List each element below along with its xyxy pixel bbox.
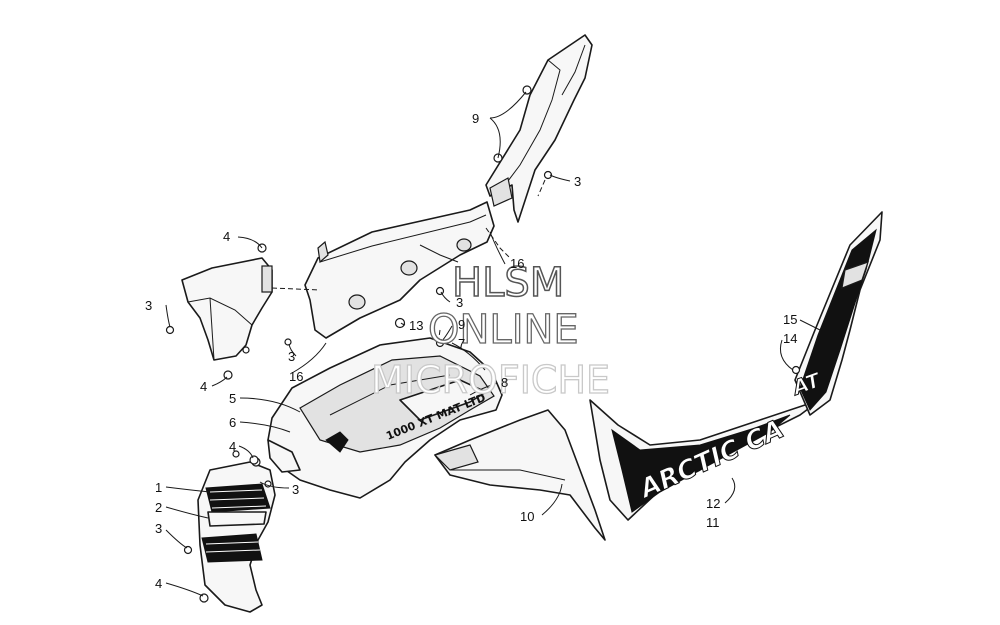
callout-1: 1 xyxy=(155,480,162,495)
callout-16: 16 xyxy=(289,369,303,384)
callout-4: 4 xyxy=(223,229,230,244)
screw-icon xyxy=(543,170,553,180)
screw-icon xyxy=(242,346,250,354)
watermark-line-1: HLSM xyxy=(452,260,564,306)
callout-6: 6 xyxy=(229,415,236,430)
hardware xyxy=(232,170,553,465)
callout-3: 3 xyxy=(574,174,581,189)
callout-12: 12 xyxy=(706,496,720,511)
callout-3: 3 xyxy=(292,482,299,497)
left-side-panel xyxy=(165,243,273,380)
front-fender xyxy=(433,409,606,541)
callout-3: 3 xyxy=(456,295,463,310)
decal-kit: ARCTIC CA AT xyxy=(589,211,883,521)
leader-lines xyxy=(165,91,821,597)
callout-4: 4 xyxy=(200,379,207,394)
callout-14: 14 xyxy=(783,331,797,346)
callout-5: 5 xyxy=(229,391,236,406)
splash-panel xyxy=(304,201,511,339)
front-grille xyxy=(183,457,276,613)
callout-3: 3 xyxy=(145,298,152,313)
screw-icon xyxy=(435,286,445,296)
washer-icon xyxy=(394,317,406,329)
callout-15: 15 xyxy=(783,312,797,327)
screw-icon xyxy=(249,455,259,465)
callout-9: 9 xyxy=(458,317,465,332)
callout-7: 7 xyxy=(458,336,465,351)
callout-10: 10 xyxy=(520,509,534,524)
side-rail-panel xyxy=(485,34,593,223)
callout-2: 2 xyxy=(155,500,162,515)
grille-mesh xyxy=(205,489,267,553)
screw-icon xyxy=(232,450,240,458)
callout-16: 16 xyxy=(510,256,524,271)
screw-icon xyxy=(223,370,233,380)
callout-3: 3 xyxy=(288,349,295,364)
callout-9: 9 xyxy=(472,111,479,126)
callout-13: 13 xyxy=(409,318,423,333)
hood-badge xyxy=(325,431,349,453)
screw-icon xyxy=(284,338,292,346)
rivet-icon xyxy=(522,85,532,95)
assembly-lines xyxy=(271,179,546,346)
callout-11: 11 xyxy=(706,515,720,530)
callout-4: 4 xyxy=(229,439,236,454)
watermark-line-2: ONLINE xyxy=(428,307,579,353)
screw-icon xyxy=(183,545,193,555)
screw-icon xyxy=(165,325,175,335)
callout-8: 8 xyxy=(501,375,508,390)
callout-4: 4 xyxy=(155,576,162,591)
callout-labels: 9 3 4 16 3 3 13 9 7 3 16 4 8 5 6 4 1 3 2… xyxy=(145,111,797,591)
front-hood: 1000 XT MAT LTD xyxy=(267,337,503,499)
callout-3: 3 xyxy=(155,521,162,536)
watermark-line-3: MICROFICHE xyxy=(371,358,610,402)
rivet-icon xyxy=(791,365,801,375)
watermark: HLSM ONLINE MICROFICHE xyxy=(370,259,610,402)
